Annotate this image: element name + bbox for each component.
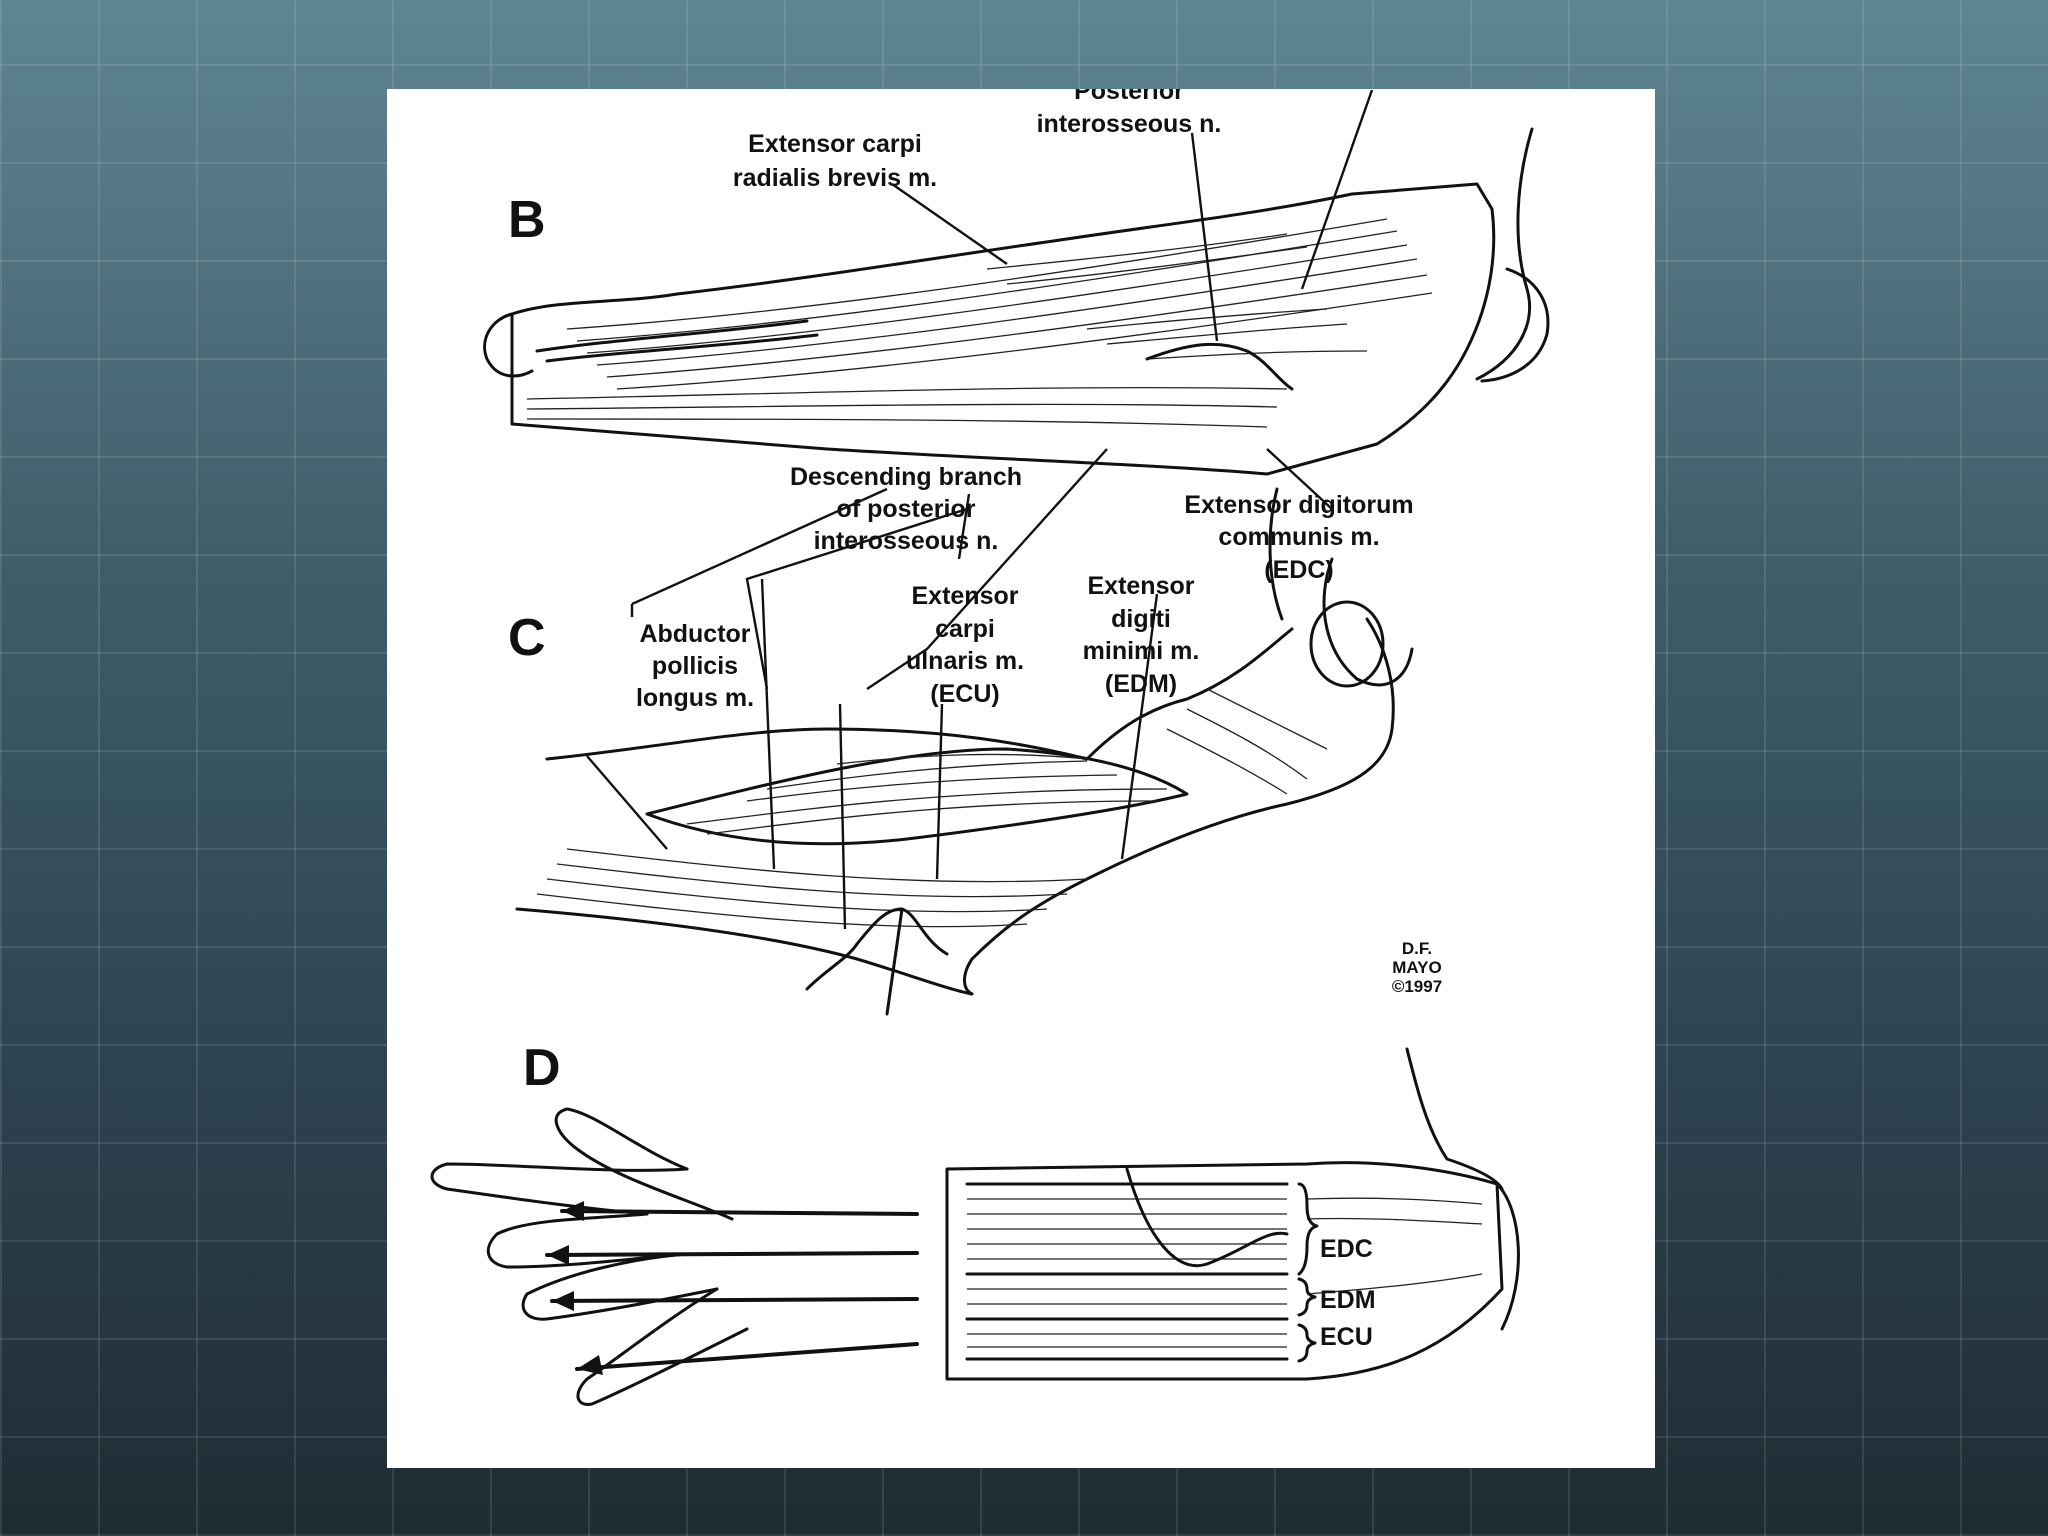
svg-text:MAYO: MAYO <box>1392 958 1441 977</box>
label-d-edm: EDM <box>1320 1286 1376 1314</box>
label-extensor-carpi-radialis-brevis: Extensor carpi radialis brevis m. <box>733 130 937 192</box>
svg-text:carpi: carpi <box>935 615 995 643</box>
artist-signature: D.F. MAYO ©1997 <box>1392 939 1442 996</box>
panel-c-forearm-drawing <box>515 487 1414 1016</box>
svg-text:(EDM): (EDM) <box>1105 670 1177 698</box>
svg-text:Descending branch: Descending branch <box>790 463 1022 491</box>
leader-lines <box>586 89 1374 930</box>
svg-text:digiti: digiti <box>1111 605 1171 633</box>
svg-text:interosseous n.: interosseous n. <box>814 527 999 555</box>
panel-label-d: D <box>523 1039 561 1097</box>
tendon-arrows <box>545 1201 919 1375</box>
panel-b-forearm-drawing <box>483 127 1550 476</box>
svg-text:(ECU): (ECU) <box>930 680 999 708</box>
panel-d-forearm-drawing <box>430 1047 1520 1406</box>
svg-text:radialis brevis m.: radialis brevis m. <box>733 164 937 192</box>
forearm-illustration: B C D Posterior interosseous n. Extensor… <box>430 89 1550 1406</box>
label-d-edc: EDC <box>1320 1235 1373 1263</box>
svg-text:longus m.: longus m. <box>636 684 754 712</box>
label-descending-branch: Descending branch of posterior interosse… <box>790 463 1022 555</box>
svg-text:Extensor carpi: Extensor carpi <box>748 130 922 158</box>
svg-text:D.F.: D.F. <box>1402 939 1432 958</box>
svg-text:Extensor: Extensor <box>912 582 1019 610</box>
panel-label-b: B <box>508 191 546 249</box>
label-abductor-pollicis-longus: Abductor pollicis longus m. <box>636 620 754 712</box>
svg-text:Posterior: Posterior <box>1074 89 1184 105</box>
svg-text:Extensor digitorum: Extensor digitorum <box>1184 491 1413 519</box>
svg-text:of posterior: of posterior <box>837 495 976 523</box>
svg-text:(EDC): (EDC) <box>1264 556 1333 584</box>
label-extensor-digitorum-communis: Extensor digitorum communis m. (EDC) <box>1184 491 1413 584</box>
svg-text:communis m.: communis m. <box>1218 523 1379 551</box>
label-d-ecu: ECU <box>1320 1323 1373 1351</box>
svg-text:©1997: ©1997 <box>1392 977 1442 996</box>
panel-label-c: C <box>508 609 546 667</box>
anatomy-figure: B C D Posterior interosseous n. Extensor… <box>387 89 1655 1468</box>
svg-text:interosseous n.: interosseous n. <box>1037 110 1222 138</box>
svg-text:Extensor: Extensor <box>1088 572 1195 600</box>
label-extensor-carpi-ulnaris: Extensor carpi ulnaris m. (ECU) <box>906 582 1024 708</box>
svg-text:Abductor: Abductor <box>639 620 750 648</box>
svg-text:ulnaris m.: ulnaris m. <box>906 647 1024 675</box>
svg-text:minimi m.: minimi m. <box>1083 637 1200 665</box>
label-posterior-interosseous-n: Posterior interosseous n. <box>1037 89 1222 138</box>
svg-text:pollicis: pollicis <box>652 652 738 680</box>
label-extensor-digiti-minimi: Extensor digiti minimi m. (EDM) <box>1083 572 1200 698</box>
